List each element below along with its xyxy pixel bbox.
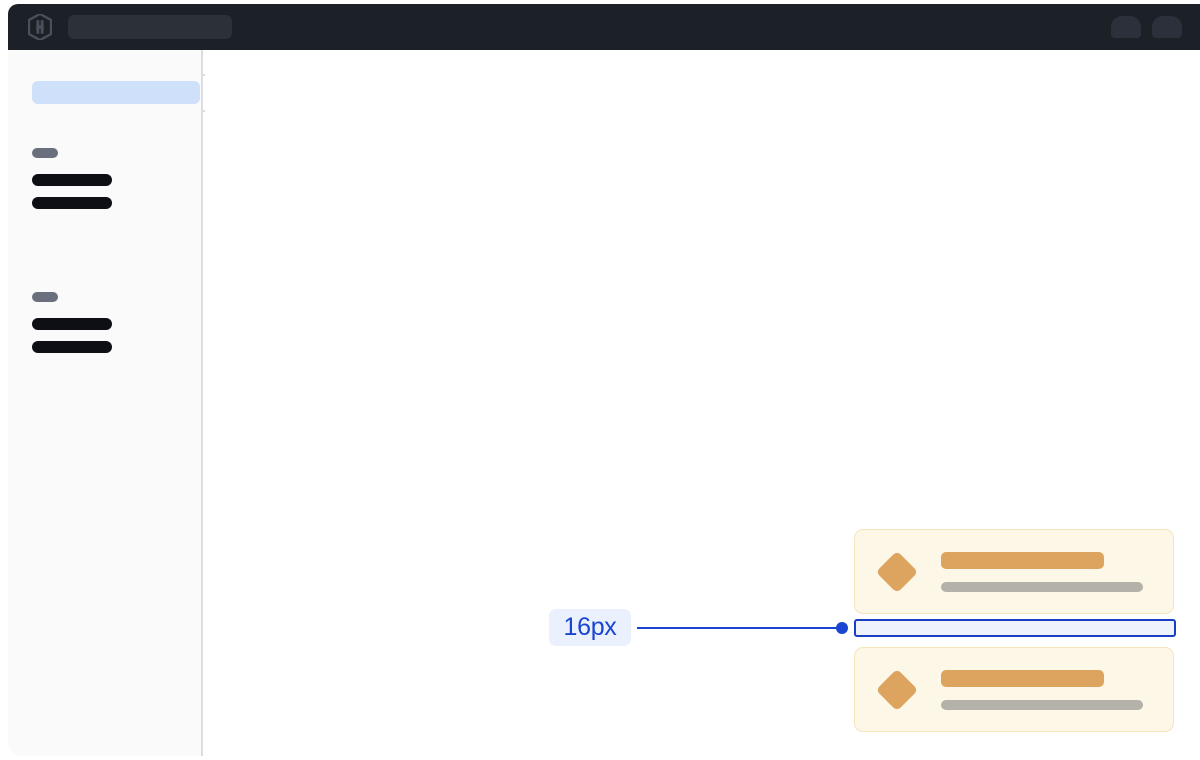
avatar[interactable] [1152, 16, 1182, 38]
avatar[interactable] [1111, 16, 1141, 38]
sidebar-group-2 [32, 292, 112, 364]
search-input[interactable] [68, 15, 232, 39]
sidebar-group-1 [32, 148, 112, 220]
card-subtitle [941, 699, 1143, 710]
diamond-icon [875, 550, 919, 593]
annotation-leader-line [637, 627, 842, 629]
spacing-highlight-region [854, 619, 1176, 637]
card-title [941, 551, 1104, 569]
avatar-group [1111, 16, 1182, 38]
annotation-endpoint-dot [836, 622, 848, 634]
content-card-bottom[interactable] [854, 647, 1174, 732]
sidebar [8, 50, 203, 756]
spacing-measurement-badge[interactable]: 16px [549, 609, 631, 646]
sidebar-item[interactable] [32, 174, 112, 186]
sidebar-item-selected[interactable] [32, 81, 200, 104]
card-text-block [941, 551, 1143, 592]
spacing-measurement-value: 16px [563, 613, 617, 641]
content-card-top[interactable] [854, 529, 1174, 614]
sidebar-item[interactable] [32, 197, 112, 209]
card-title [941, 669, 1104, 687]
card-subtitle [941, 581, 1143, 592]
card-text-block [941, 669, 1143, 710]
diamond-icon [875, 668, 919, 711]
app-header [8, 4, 1200, 50]
sidebar-group-label [32, 148, 58, 158]
sidebar-group-label [32, 292, 58, 302]
hashicorp-logo [28, 14, 52, 40]
sidebar-item[interactable] [32, 341, 112, 353]
sidebar-item[interactable] [32, 318, 112, 330]
main-canvas: 16px [205, 50, 1200, 760]
